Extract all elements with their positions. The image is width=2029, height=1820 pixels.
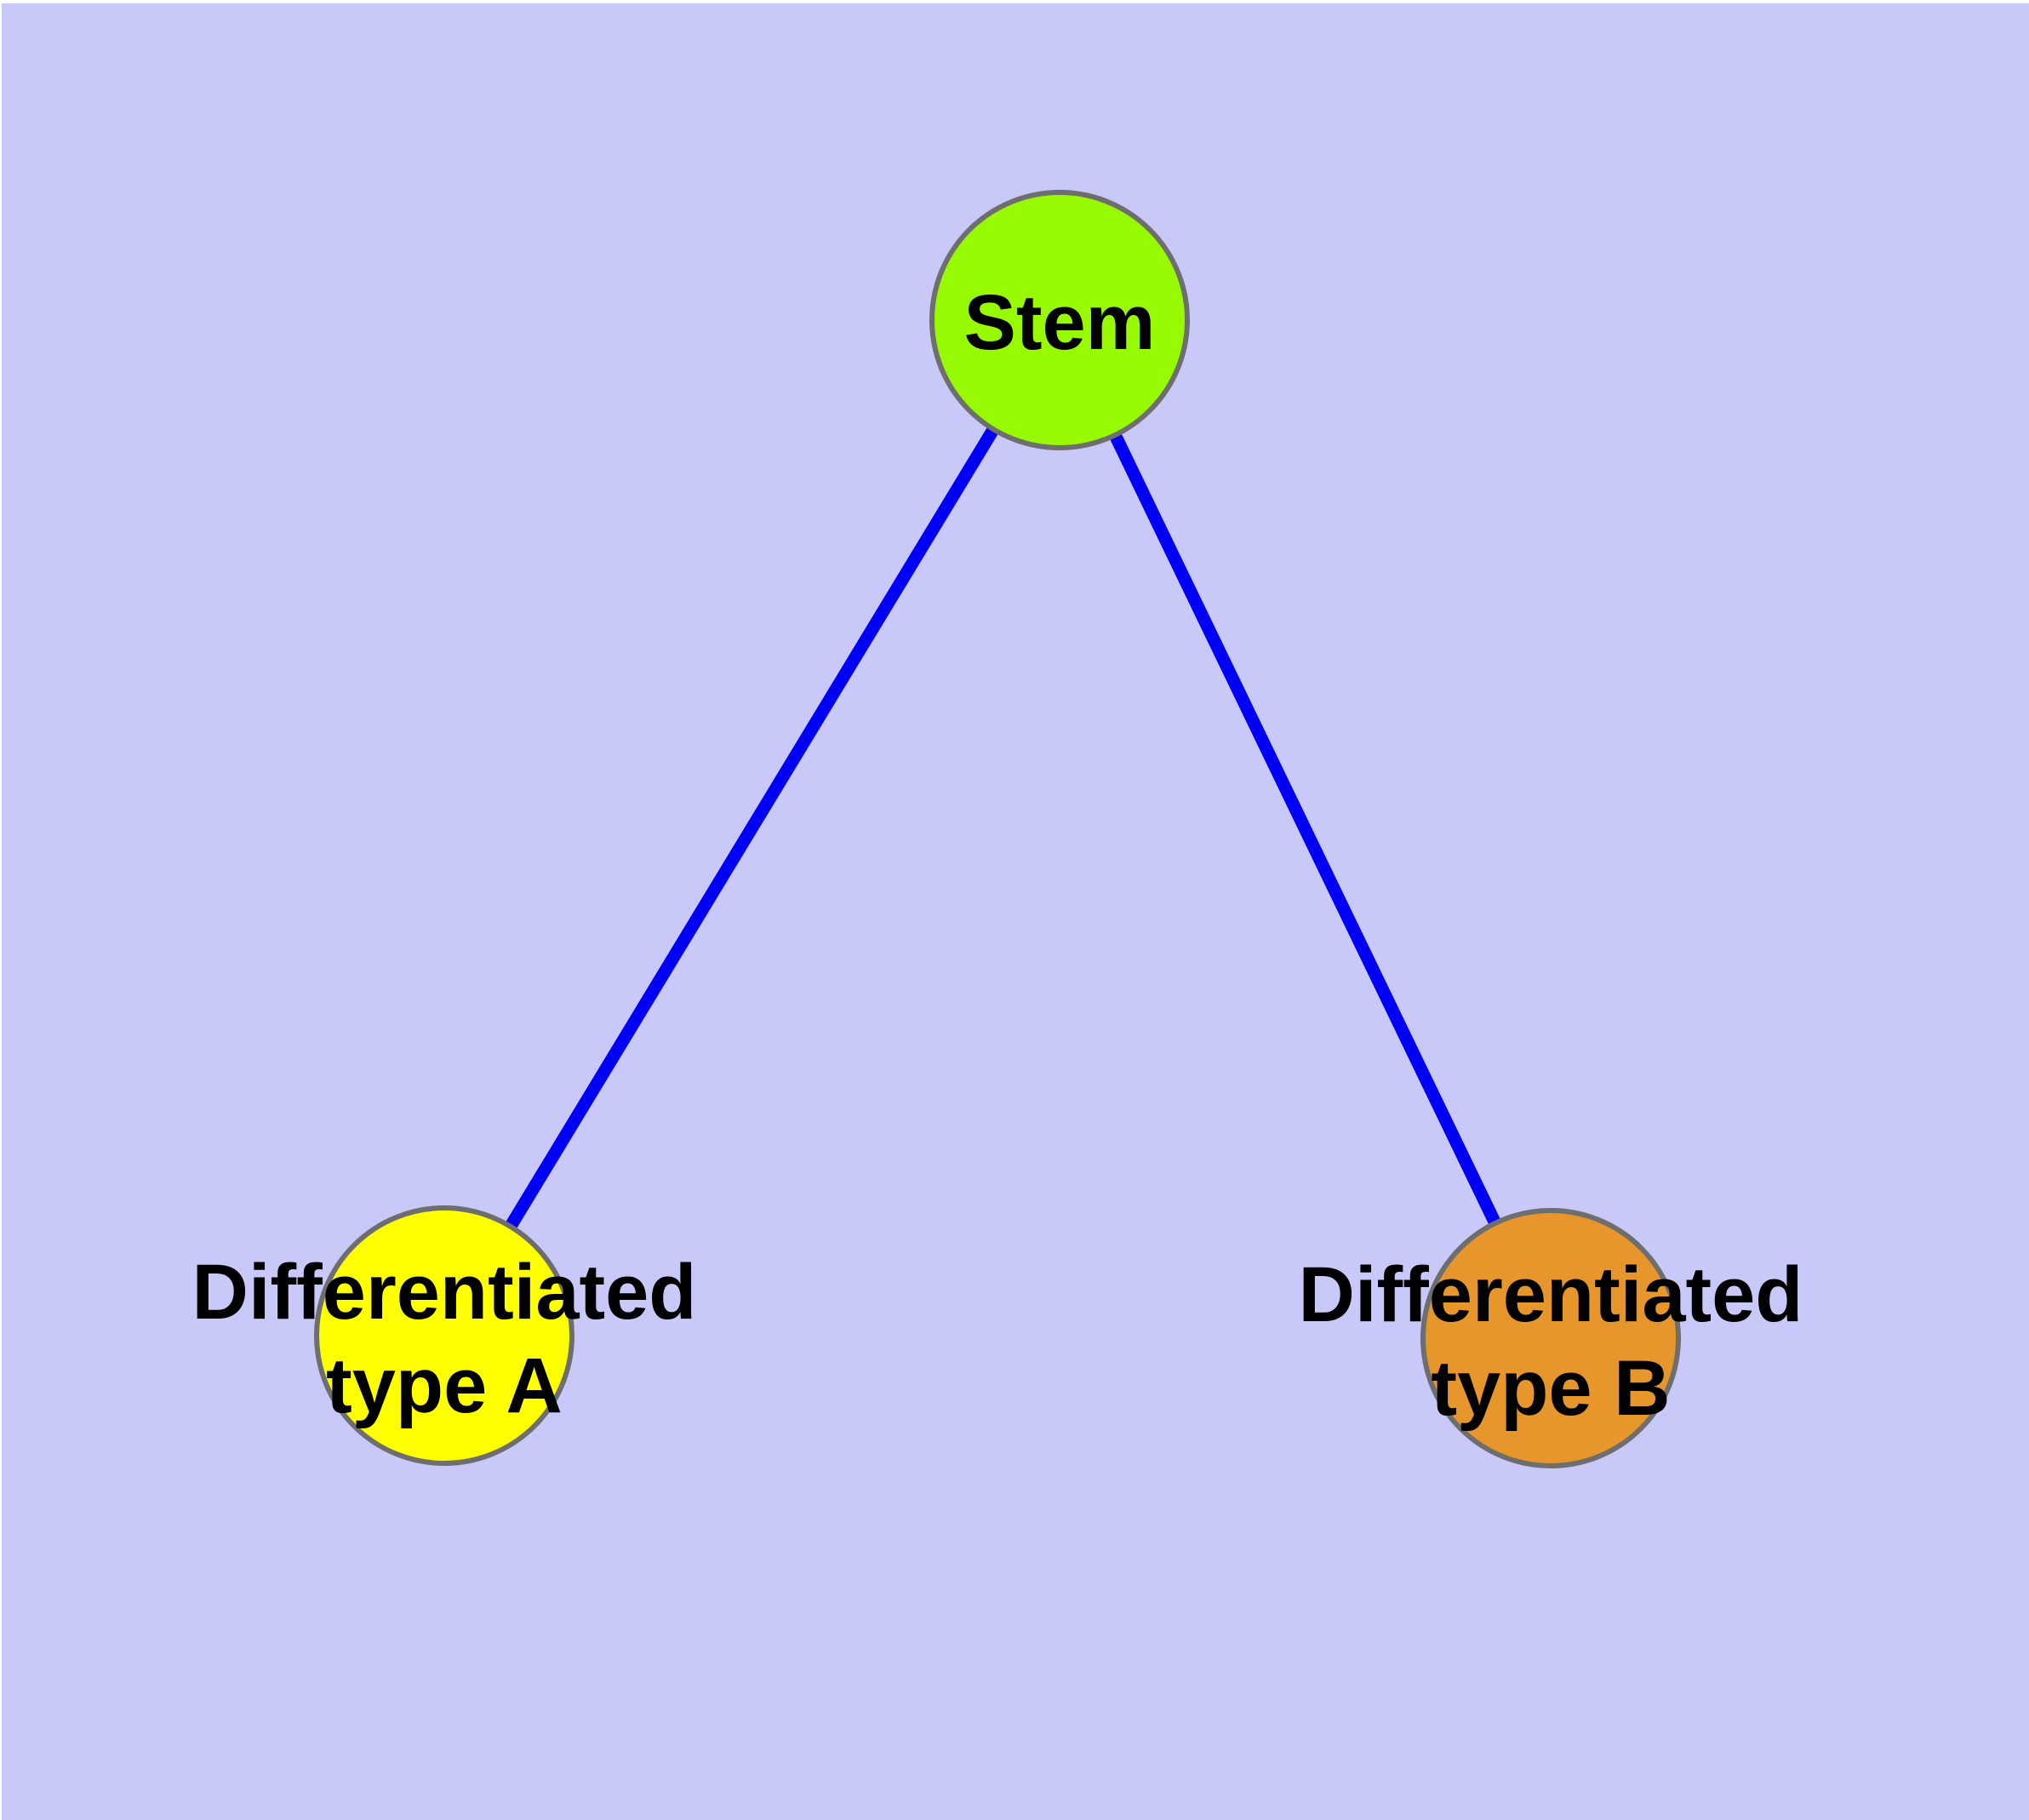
edge-stem-to-diff-b xyxy=(1054,317,1557,1342)
node-stem-label-line-1: Stem xyxy=(964,279,1156,366)
node-diff-a-label-line-2: type A xyxy=(326,1342,563,1429)
node-stem-label: Stem xyxy=(964,279,1156,366)
node-diff-a-circle xyxy=(314,1205,574,1466)
node-diff-b-label-line-2: type B xyxy=(1431,1345,1670,1432)
edge-stem-to-diff-a xyxy=(438,317,1066,1339)
node-diff-a-label-line-1: Differentiated xyxy=(192,1249,697,1336)
node-diff-b-label-line-1: Differentiated xyxy=(1299,1251,1803,1338)
node-stem-circle xyxy=(929,190,1190,450)
node-diff-b-circle xyxy=(1420,1208,1681,1468)
